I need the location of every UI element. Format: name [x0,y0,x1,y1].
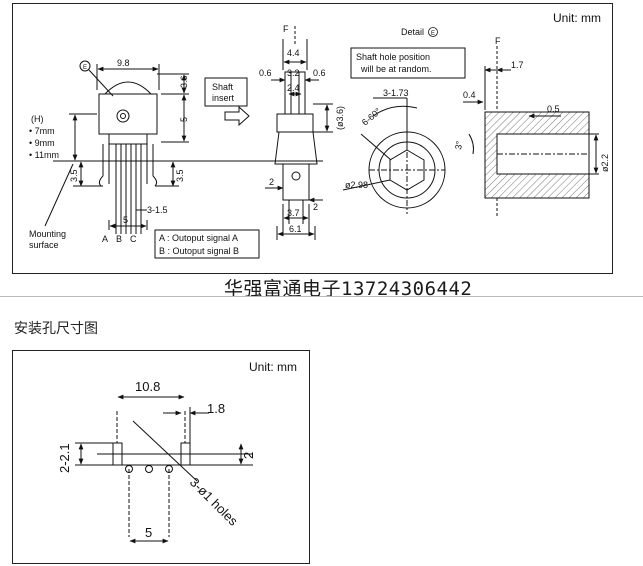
legend-a: A : Outoput signal A [159,233,238,243]
dim-2-4: 2.4 [287,83,300,93]
shaft-note-line1: Shaft hole position [356,52,430,62]
dim-3-6-paren: (ø3.6) [335,106,345,130]
dim-3-5-right: 3.5 [175,169,185,182]
hole-2 [145,465,153,473]
dim-3-7: 3.7 [287,208,300,218]
pin-b-label: B [116,234,122,244]
shaft-circle [116,109,130,123]
view-f-right: F [495,36,501,46]
pin-c-label: C [130,234,137,244]
dim-0-6-right: 0.6 [313,68,326,78]
section-title: 安装孔尺寸图 [14,320,98,336]
legend-b: B : Outoput signal B [159,246,239,256]
encoder-drawing: Unit: mm Detail E Shaft hole position wi… [29,11,610,259]
dim-3-2: 3.2 [287,68,300,78]
side-view-shaft [284,71,306,115]
encoder-top-arc [104,81,152,95]
dim-5-side: 5 [179,117,189,122]
h-option-11: • 11mm [29,150,59,160]
pin-a-label: A [102,234,108,244]
dim-10-8: 10.8 [135,379,160,394]
legend-box [154,229,260,259]
mounting-line2: surface [29,240,59,250]
dim-0-5: 0.5 [547,104,560,114]
h-option-7: • 7mm [29,126,55,136]
dim-3-1-5: 3-1.5 [147,205,168,215]
view-f-left: F [283,24,289,34]
dim-3-6: 3.6 [179,75,189,88]
section-divider [0,296,643,297]
dim-2-2: ø2.2 [600,154,610,172]
dim-2-left: 2 [269,177,274,187]
dim-2: 2 [241,452,256,459]
dim-5: 5 [145,525,152,540]
dim-6-60: 6-60° [360,106,383,128]
detail-mark: E [431,31,435,37]
dim-1-7: 1.7 [511,60,524,70]
dim-5-bottom: 5 [123,215,128,225]
encoder-body-front [98,93,158,135]
dim-3-1-73: 3-1.73 [383,88,409,98]
dim-3-deg: 3° [453,140,464,151]
shaft-note-line2: will be at random. [360,64,432,74]
holes-note: 3-ø1 holes [187,475,241,529]
dim-6-1: 6.1 [289,224,302,234]
front-mark: E [83,65,87,71]
encoder-dimension-panel: Unit: mm Detail E Shaft hole position wi… [12,3,613,274]
shaft-insert-line2: insert [212,93,235,103]
shaft-insert-line1: Shaft [212,82,234,92]
dim-2-right: 2 [313,202,318,212]
mounting-hole-drawing: Unit: mm 10.8 1.8 2-2.1 2 3-ø1 holes 5 [57,360,297,544]
h-option-9: • 9mm [29,138,55,148]
watermark-text: 华强富通电子13724306442 [224,278,473,300]
dim-9-8: 9.8 [117,58,130,68]
unit-label: Unit: mm [553,11,601,25]
dim-0-4: 0.4 [463,90,476,100]
h-label: (H) [31,114,44,124]
dim-0-6-left: 0.6 [259,68,272,78]
dim-4-4: 4.4 [287,48,300,58]
detail-label: Detail [401,27,424,37]
dim-1-8: 1.8 [207,401,225,416]
bottom-unit-label: Unit: mm [249,360,297,374]
mounting-line1: Mounting [29,229,66,239]
insert-arrow [224,105,250,127]
dim-2-2-1: 2-2.1 [57,443,72,473]
dim-3-5-left: 3.5 [69,169,79,182]
dim-2-98: ø2.98 [345,180,368,190]
mounting-hole-panel: Unit: mm 10.8 1.8 2-2.1 2 3-ø1 holes 5 [12,350,310,564]
